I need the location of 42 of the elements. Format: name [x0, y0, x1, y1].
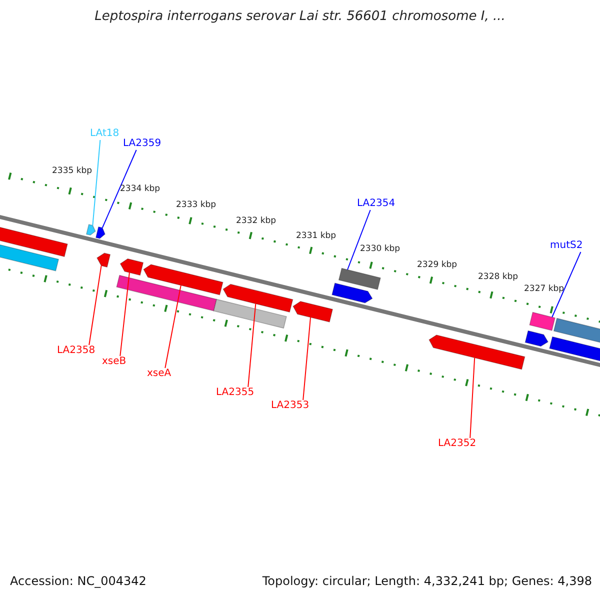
gene-feature — [292, 300, 334, 322]
gene-label: LA2359 — [123, 138, 162, 150]
leader-line — [102, 150, 137, 228]
gene-feature-bar — [213, 298, 287, 329]
gene-label: LA2358 — [57, 345, 96, 357]
gene-label: LAt18 — [90, 128, 120, 140]
page-title: Leptospira interrogans serovar Lai str. 56601 chromosome I, ... — [94, 9, 506, 25]
leader-line — [164, 284, 182, 368]
leader-line — [302, 316, 312, 400]
scale-label: 2335 kbp — [52, 166, 92, 176]
scale-label: 2334 kbp — [120, 184, 160, 194]
gene-feature — [428, 334, 526, 370]
leader-line — [470, 357, 476, 438]
gene-label: LA2353 — [271, 400, 310, 412]
gene-feature-bar — [529, 312, 556, 331]
gene-feature — [143, 264, 224, 296]
leader-line — [88, 265, 102, 346]
scale-label: 2329 kbp — [417, 260, 458, 270]
scale-label: 2331 kbp — [296, 231, 336, 242]
gene-feature — [86, 224, 96, 236]
gene-label: xseA — [147, 368, 172, 380]
gene-label: LA2355 — [216, 387, 254, 399]
scale-label: 2333 kbp — [176, 200, 216, 210]
gene-label: LA2352 — [438, 438, 476, 450]
scale-label: 2330 kbp — [360, 244, 400, 254]
leader-line — [92, 140, 101, 226]
gene-feature — [96, 252, 111, 268]
scale-label: 2328 kbp — [478, 272, 518, 282]
gene-feature-bar — [338, 268, 381, 290]
gene-label: xseB — [102, 356, 126, 368]
gene-label: LA2354 — [357, 198, 396, 210]
leader-line — [552, 252, 582, 318]
leader-line — [346, 210, 371, 270]
gene-label: mutS2 — [550, 240, 583, 252]
gene-feature-bar — [116, 274, 218, 312]
leader-line — [248, 303, 256, 388]
footer-text: Accession: NC_004342 — [10, 574, 146, 588]
gene-feature — [95, 226, 106, 239]
scale-label: 2332 kbp — [236, 216, 276, 226]
scale-label: 2327 kbp — [524, 284, 564, 294]
gene-feature — [222, 284, 294, 313]
footer-text: Topology: circular; Length: 4,332,241 bp; Genes: 4,398 — [262, 574, 592, 588]
